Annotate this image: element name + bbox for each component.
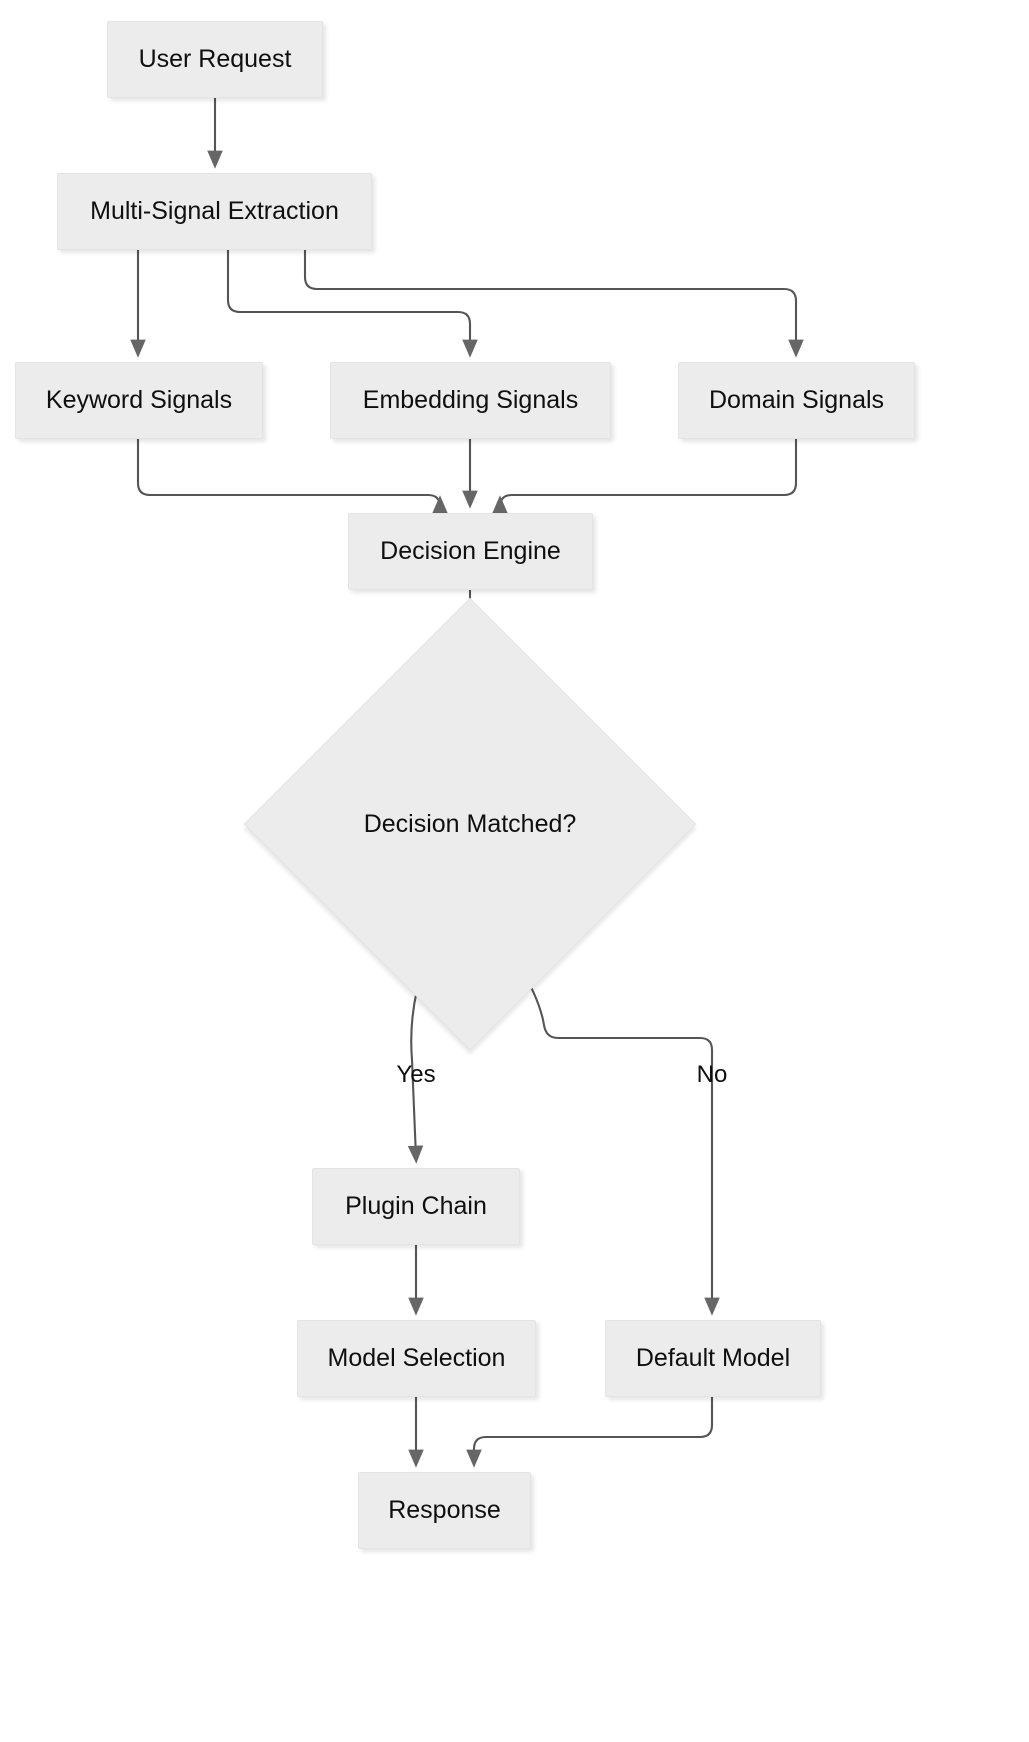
edge-multi-signal-to-embedding xyxy=(226,250,478,358)
node-label: Default Model xyxy=(635,1344,791,1372)
node-label: User Request xyxy=(138,45,292,73)
node-default-model[interactable]: Default Model xyxy=(605,1320,821,1397)
node-response[interactable]: Response xyxy=(358,1472,531,1549)
node-model-selection[interactable]: Model Selection xyxy=(297,1320,536,1397)
edge-domain-to-decision-engine xyxy=(492,439,798,514)
node-label: Model Selection xyxy=(327,1344,506,1372)
node-label: Domain Signals xyxy=(708,386,885,414)
edge-multi-signal-to-domain xyxy=(303,250,804,358)
node-label: Response xyxy=(388,1496,501,1524)
edge-label-yes: Yes xyxy=(396,1061,436,1088)
node-decision-matched[interactable]: Decision Matched? xyxy=(243,597,697,1051)
edge-label-no: No xyxy=(696,1061,728,1088)
edge-decision-matched-no-to-default-model xyxy=(517,962,720,1316)
edge-default-model-to-response xyxy=(466,1397,714,1468)
node-domain-signals[interactable]: Domain Signals xyxy=(678,362,915,439)
node-label: Decision Matched? xyxy=(363,809,577,838)
node-decision-engine[interactable]: Decision Engine xyxy=(348,513,593,590)
node-plugin-chain[interactable]: Plugin Chain xyxy=(312,1168,520,1245)
node-label: Plugin Chain xyxy=(345,1192,487,1220)
node-user-request[interactable]: User Request xyxy=(107,21,323,98)
node-embedding-signals[interactable]: Embedding Signals xyxy=(330,362,611,439)
node-label: Multi-Signal Extraction xyxy=(90,197,339,225)
node-multi-signal-extraction[interactable]: Multi-Signal Extraction xyxy=(57,173,372,250)
node-label: Decision Engine xyxy=(380,537,561,565)
node-label: Keyword Signals xyxy=(45,386,233,414)
edge-keyword-to-decision-engine xyxy=(136,439,448,514)
node-label: Embedding Signals xyxy=(362,386,579,414)
node-keyword-signals[interactable]: Keyword Signals xyxy=(15,362,263,439)
